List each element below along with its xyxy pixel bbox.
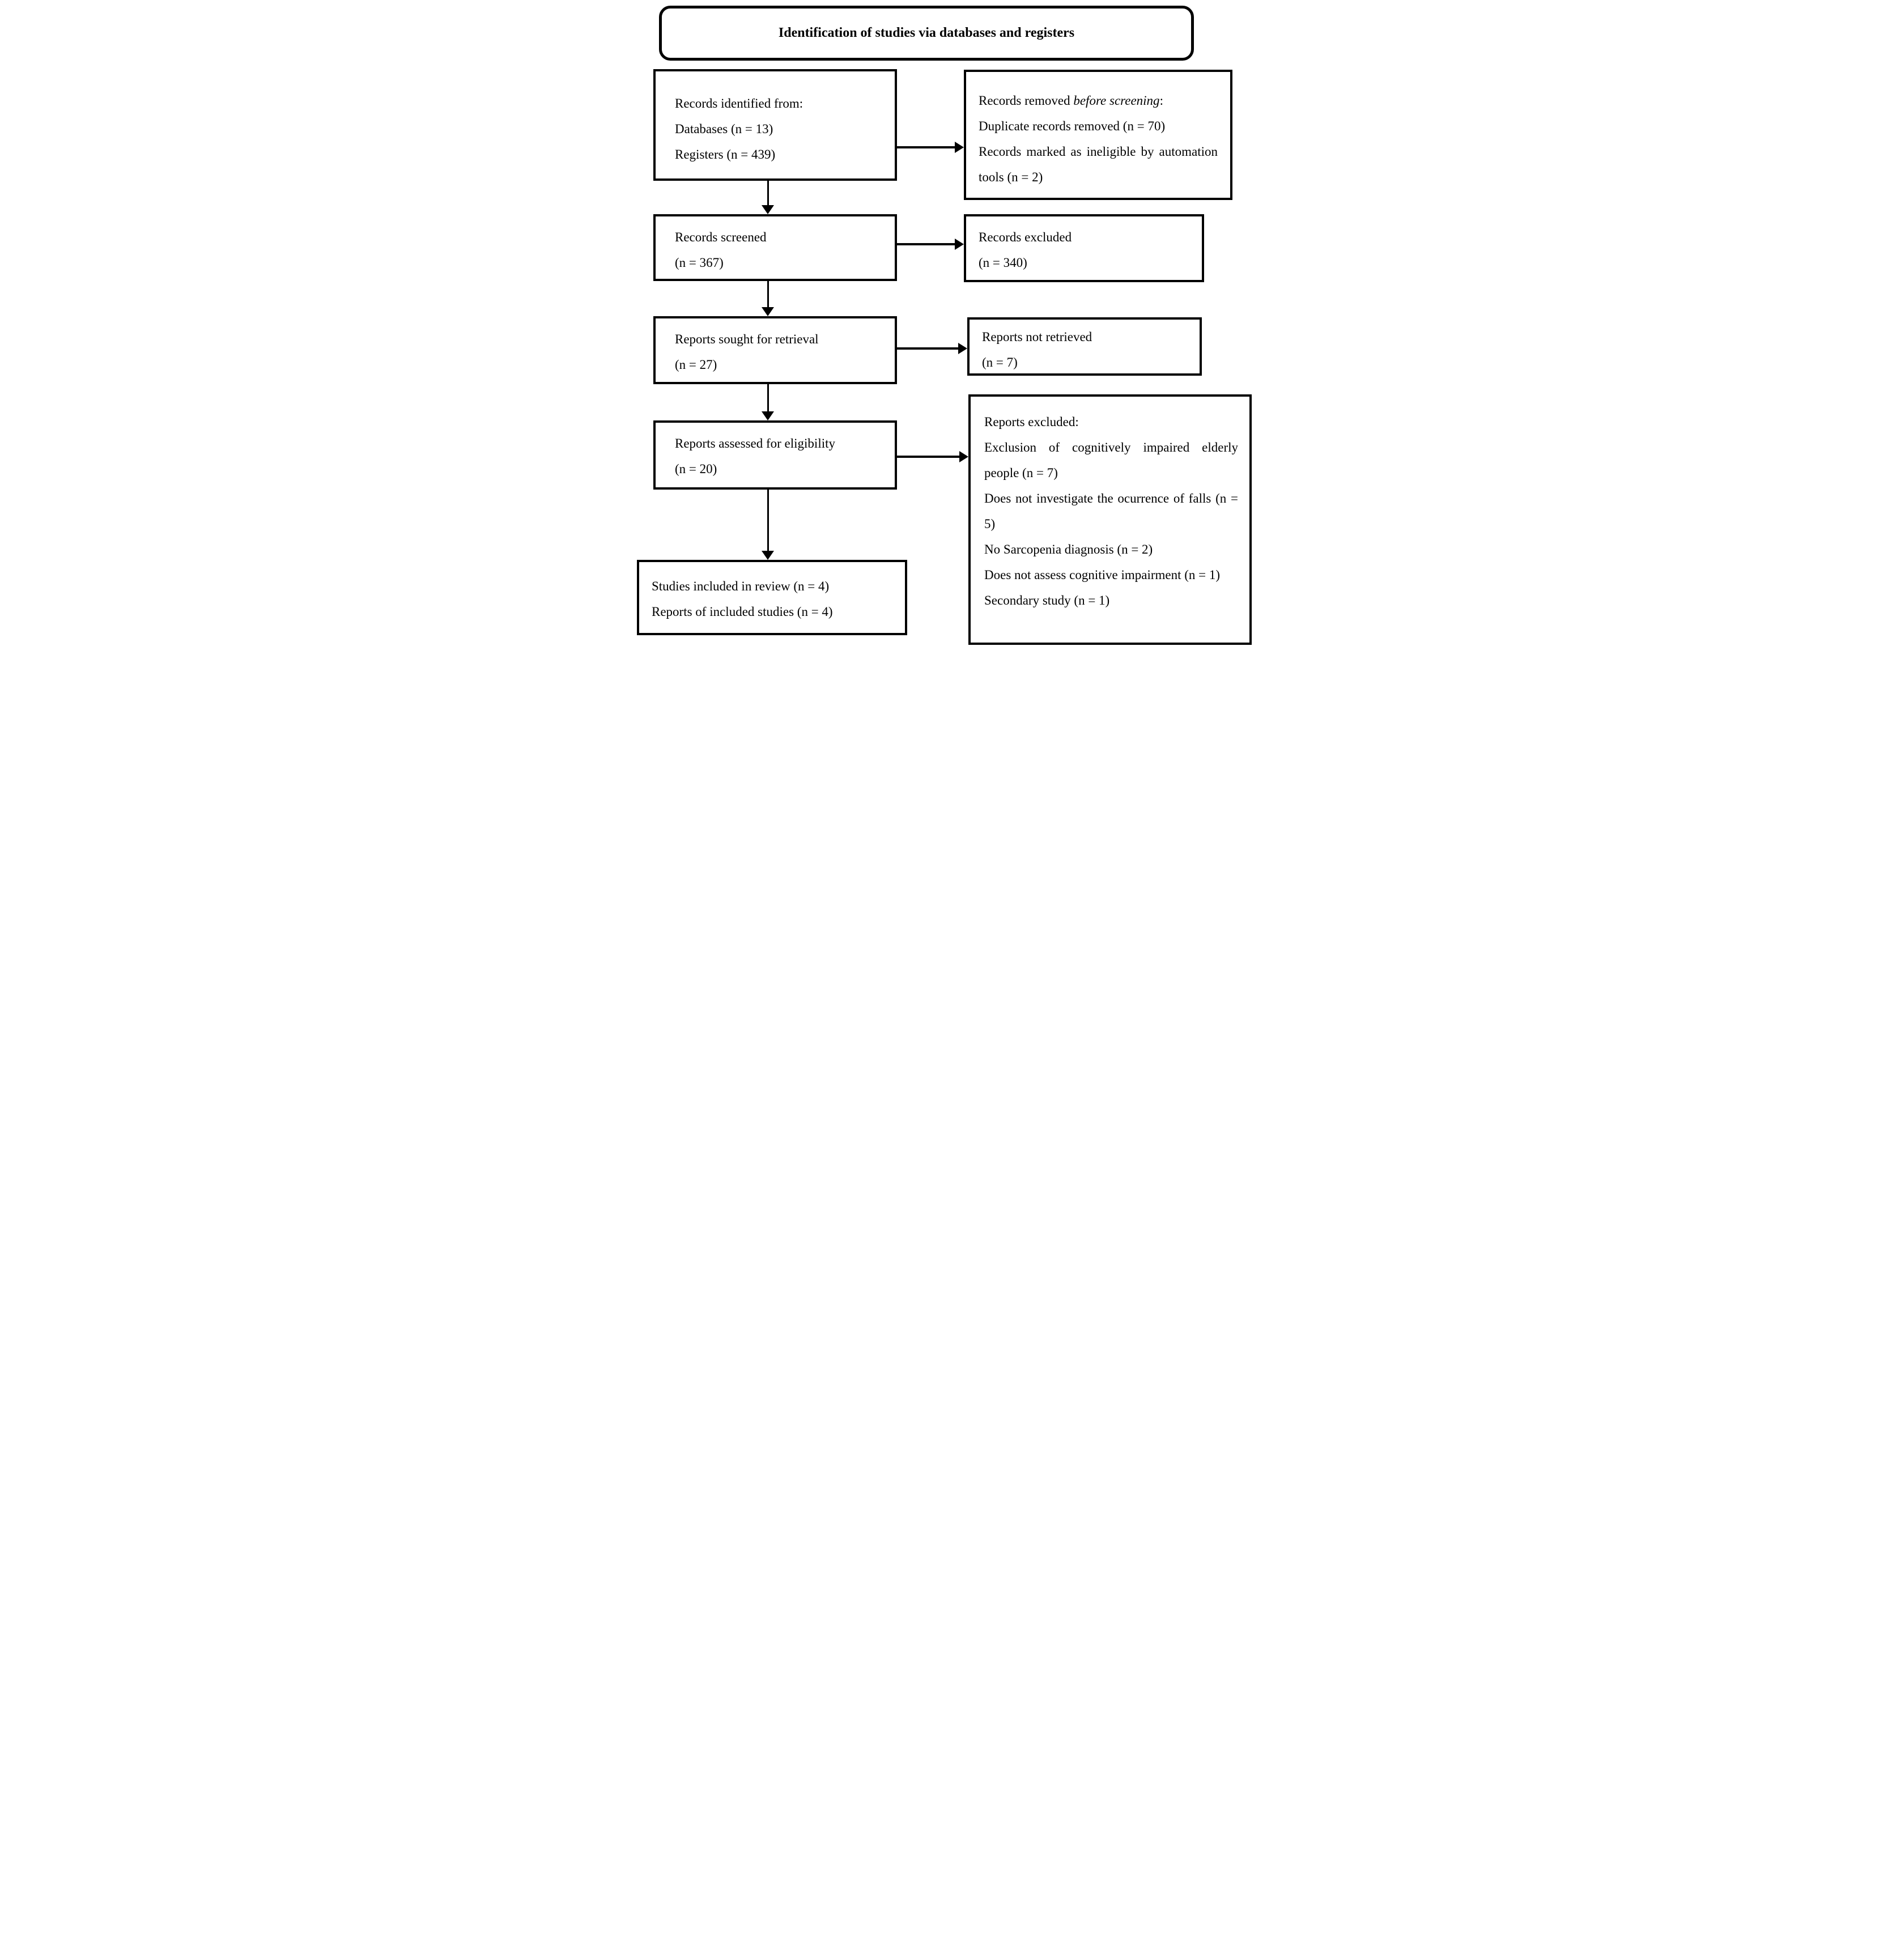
reports-excluded-reason: No Sarcopenia diagnosis (n = 2) bbox=[984, 542, 1153, 556]
reports-not-retrieved-count: (n = 7) bbox=[982, 355, 1018, 369]
records-screened-label: Records screened bbox=[675, 230, 767, 244]
arrow-assessed-to-included bbox=[762, 490, 774, 560]
records-removed-header-italic: before screening bbox=[1073, 93, 1160, 108]
arrow-shaft bbox=[767, 490, 769, 551]
records-identified-box: Records identified from: Databases (n = … bbox=[653, 69, 897, 181]
arrow-screened-to-sought bbox=[762, 281, 774, 316]
arrow-down-head-icon bbox=[762, 307, 774, 316]
records-removed-duplicates: Duplicate records removed (n = 70) bbox=[979, 119, 1166, 133]
arrow-right-head-icon bbox=[955, 142, 964, 153]
reports-not-retrieved-box: Reports not retrieved (n = 7) bbox=[967, 317, 1202, 376]
arrow-screened-to-excluded bbox=[897, 239, 964, 250]
arrow-sought-to-not-retrieved bbox=[897, 343, 967, 354]
records-removed-header: Records removed before screening: bbox=[979, 88, 1218, 113]
diagram-title: Identification of studies via databases … bbox=[778, 25, 1075, 40]
reports-sought-box: Reports sought for retrieval (n = 27) bbox=[653, 316, 897, 384]
reports-excluded-reason: Does not assess cognitive impairment (n … bbox=[984, 568, 1221, 582]
reports-excluded-reason: Exclusion of cognitively impaired elderl… bbox=[984, 440, 1238, 480]
arrow-shaft bbox=[767, 281, 769, 307]
records-screened-box: Records screened (n = 367) bbox=[653, 214, 897, 281]
reports-sought-count: (n = 27) bbox=[675, 358, 717, 372]
records-identified-header: Records identified from: bbox=[675, 96, 803, 110]
arrow-shaft bbox=[897, 243, 955, 245]
arrow-shaft bbox=[897, 456, 959, 458]
reports-assessed-box: Reports assessed for eligibility (n = 20… bbox=[653, 420, 897, 490]
reports-assessed-count: (n = 20) bbox=[675, 462, 717, 476]
records-excluded-label: Records excluded bbox=[979, 230, 1072, 244]
arrow-shaft bbox=[897, 347, 958, 350]
reports-included-label: Reports of included studies (n = 4) bbox=[652, 605, 833, 619]
records-removed-box: Records removed before screening: Duplic… bbox=[964, 70, 1232, 200]
arrow-shaft bbox=[767, 384, 769, 411]
arrow-identified-to-screened bbox=[762, 181, 774, 214]
reports-not-retrieved-label: Reports not retrieved bbox=[982, 330, 1092, 344]
reports-excluded-reason: Does not investigate the ocurrence of fa… bbox=[984, 491, 1238, 531]
records-removed-header-post: : bbox=[1159, 93, 1163, 108]
arrow-right-head-icon bbox=[955, 239, 964, 250]
records-removed-header-pre: Records removed bbox=[979, 93, 1074, 108]
studies-included-label: Studies included in review (n = 4) bbox=[652, 579, 830, 593]
records-excluded-count: (n = 340) bbox=[979, 256, 1027, 270]
arrow-shaft bbox=[897, 146, 955, 148]
arrow-right-head-icon bbox=[959, 451, 968, 462]
prisma-flow-diagram: Identification of studies via databases … bbox=[631, 0, 1261, 653]
reports-excluded-reason: Secondary study (n = 1) bbox=[984, 593, 1110, 607]
arrow-shaft bbox=[767, 181, 769, 205]
arrow-down-head-icon bbox=[762, 205, 774, 214]
arrow-right-head-icon bbox=[958, 343, 967, 354]
title-box: Identification of studies via databases … bbox=[659, 6, 1194, 61]
arrow-down-head-icon bbox=[762, 551, 774, 560]
reports-excluded-header: Reports excluded: bbox=[984, 415, 1079, 429]
records-identified-databases: Databases (n = 13) bbox=[675, 122, 773, 136]
studies-included-box: Studies included in review (n = 4) Repor… bbox=[637, 560, 907, 635]
records-removed-automation: Records marked as ineligible by automati… bbox=[979, 144, 1218, 184]
arrow-sought-to-assessed bbox=[762, 384, 774, 420]
records-excluded-box: Records excluded (n = 340) bbox=[964, 214, 1204, 282]
reports-assessed-label: Reports assessed for eligibility bbox=[675, 436, 835, 450]
arrow-assessed-to-reports-excluded bbox=[897, 451, 968, 462]
arrow-down-head-icon bbox=[762, 411, 774, 420]
reports-sought-label: Reports sought for retrieval bbox=[675, 332, 819, 346]
records-identified-registers: Registers (n = 439) bbox=[675, 147, 776, 161]
records-screened-count: (n = 367) bbox=[675, 256, 724, 270]
arrow-identified-to-removed bbox=[897, 142, 964, 153]
reports-excluded-box: Reports excluded: Exclusion of cognitive… bbox=[968, 394, 1252, 645]
